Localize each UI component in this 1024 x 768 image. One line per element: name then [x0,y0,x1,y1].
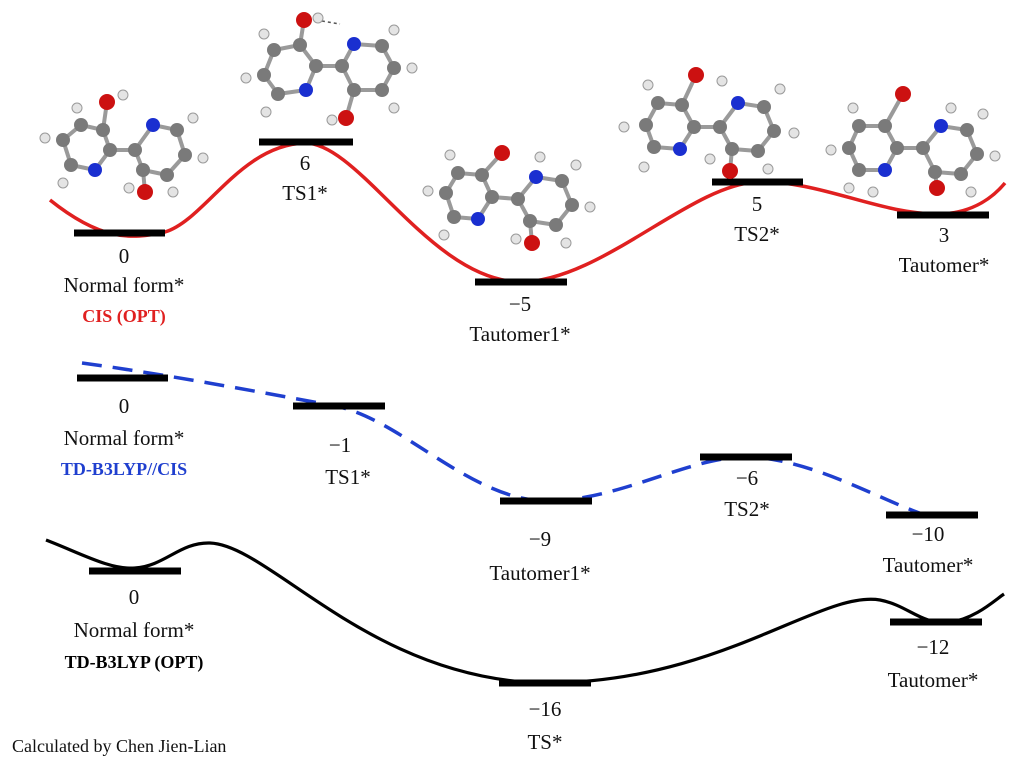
state-name: TS2* [734,222,780,246]
tautomer1-molecule-icon [422,145,596,251]
state-name: Tautomer1* [489,561,590,585]
energy-value: 5 [752,192,763,216]
state-name: TS1* [325,465,371,489]
method-label: TD-B3LYP (OPT) [65,652,204,673]
state-name: Tautomer1* [469,322,570,346]
credit-text: Calculated by Chen Jien-Lian [12,736,226,756]
cis-panel-labels: 0 Normal form* CIS (OPT) 6 TS1* −5 Tauto… [64,151,990,346]
energy-value: 6 [300,151,311,175]
cis-levels [74,138,989,286]
normal-form-molecule-icon [39,89,209,200]
energy-value: 0 [119,244,130,268]
td-b3lyp-cis-energy-curve [81,361,926,517]
td-b3lyp-opt-levels [89,567,982,687]
state-name: TS1* [282,181,328,205]
state-name: Tautomer* [888,668,979,692]
ts1-molecule-icon [240,12,418,126]
energy-value: −6 [736,466,758,490]
state-name: Tautomer* [883,553,974,577]
td-b3lyp-cis-panel-labels: 0 Normal form* TD-B3LYP//CIS −1 TS1* −9 … [61,394,974,585]
state-name: Normal form* [64,273,185,297]
method-label: CIS (OPT) [82,306,166,327]
energy-value: −9 [529,527,551,551]
energy-value: −5 [509,292,531,316]
energy-value: 0 [119,394,130,418]
energy-value: −16 [529,697,562,721]
td-b3lyp-opt-panel-labels: 0 Normal form* TD-B3LYP (OPT) −16 TS* −1… [65,585,979,754]
molecules [39,12,1001,251]
energy-value: 0 [129,585,140,609]
tautomer-molecule-icon [825,86,1001,198]
td-b3lyp-cis-levels [77,374,978,519]
energy-value: −10 [912,522,945,546]
state-name: Tautomer* [899,253,990,277]
state-name: Normal form* [64,426,185,450]
state-name: TS* [527,730,562,754]
state-name: TS2* [724,497,770,521]
energy-value: −12 [917,635,950,659]
energy-value: −1 [329,433,351,457]
method-label: TD-B3LYP//CIS [61,459,187,479]
energy-value: 3 [939,223,950,247]
state-name: Normal form* [74,618,195,642]
ts2-molecule-icon [618,67,800,179]
